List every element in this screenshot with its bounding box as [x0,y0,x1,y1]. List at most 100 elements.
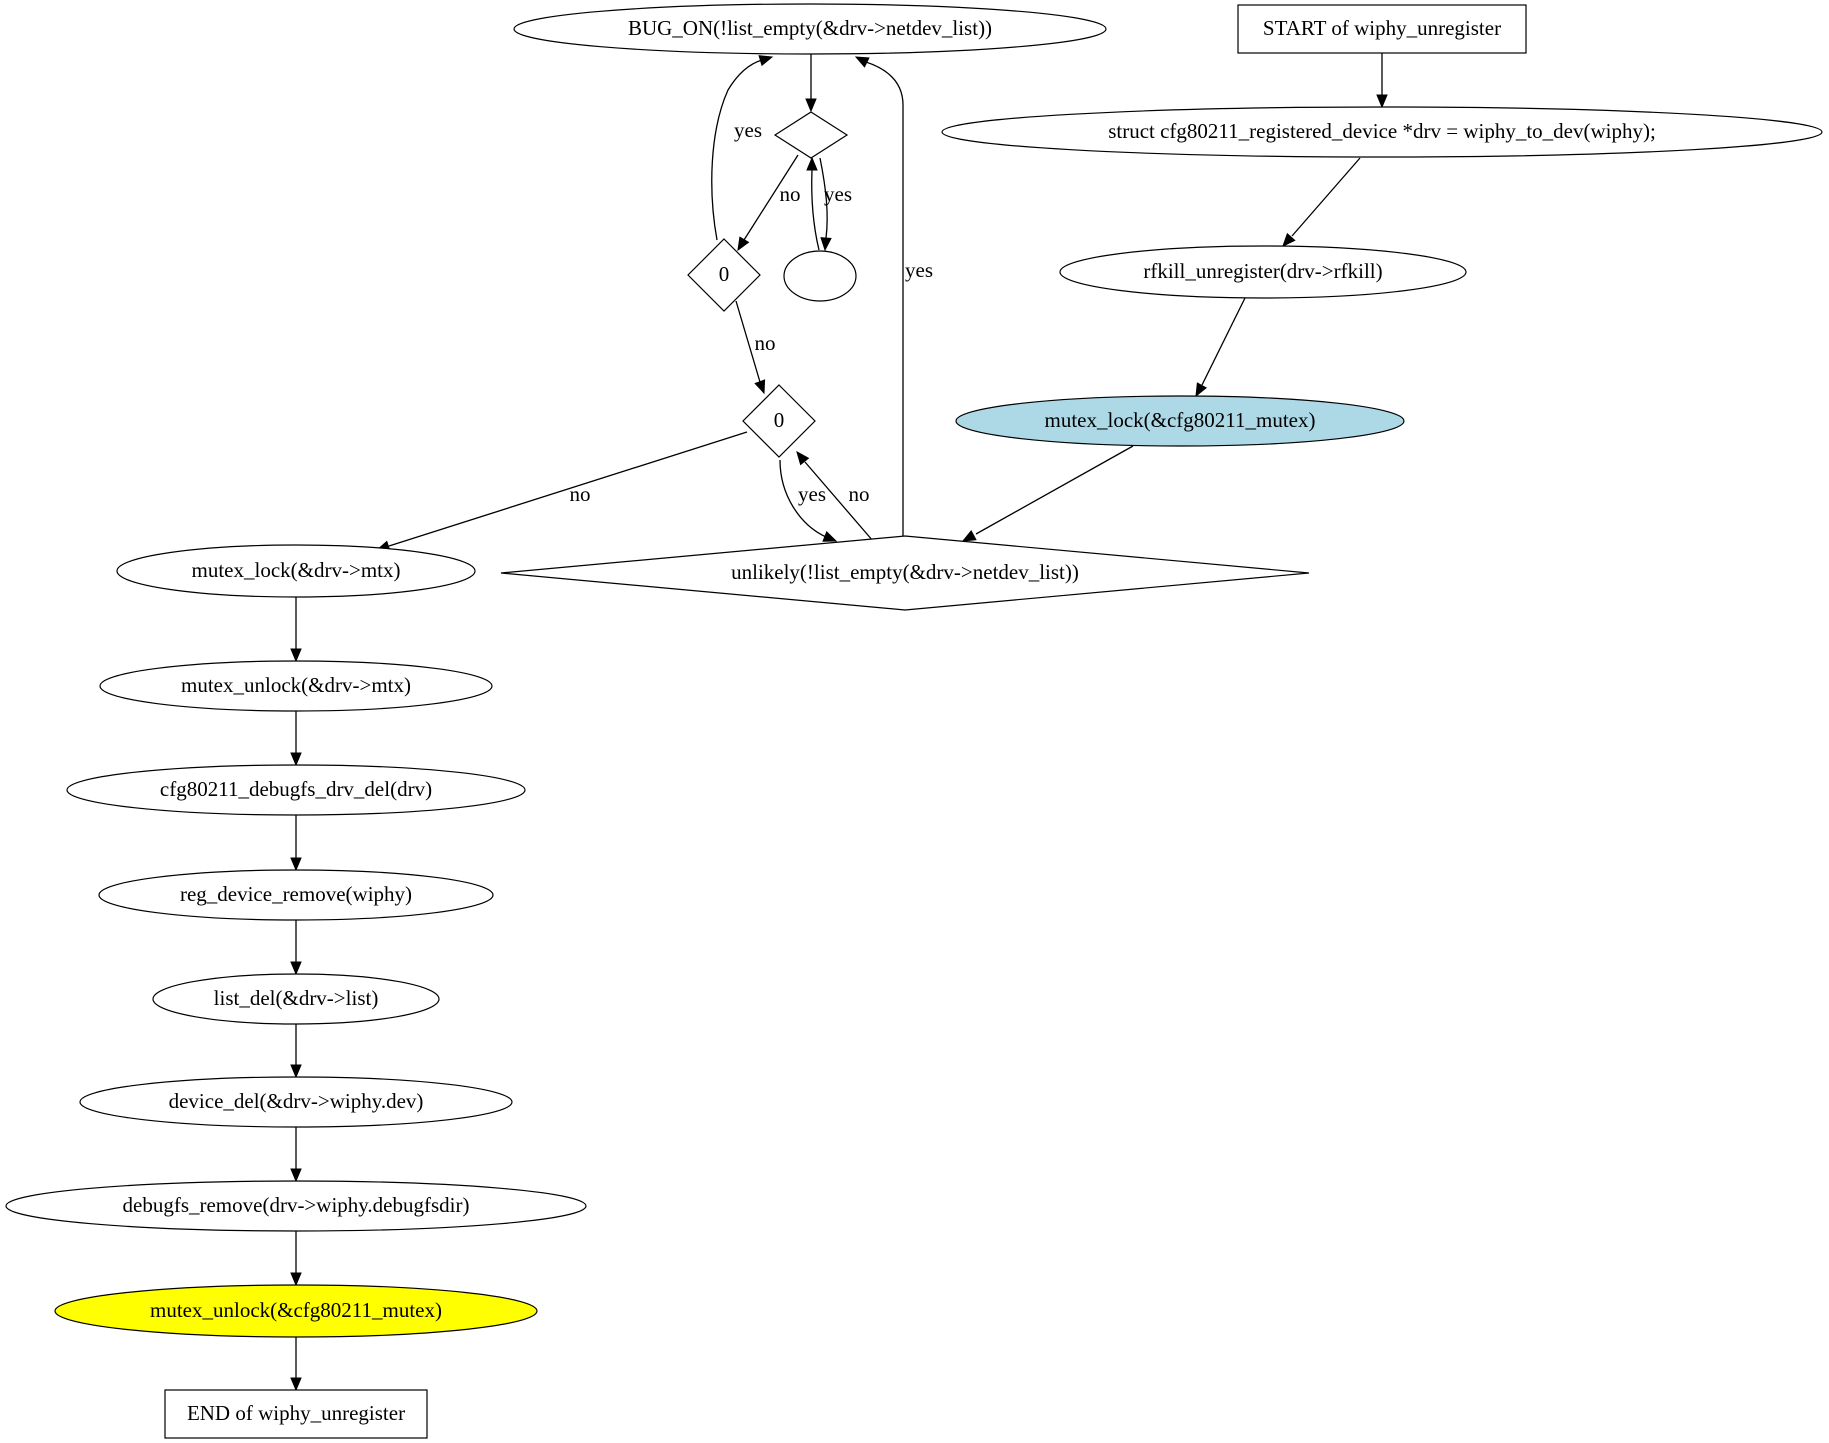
node-label: mutex_unlock(&drv->mtx) [181,673,411,697]
edge-line [743,154,799,241]
arrowhead [290,648,302,663]
node-label: list_del(&drv->list) [214,986,379,1010]
node-diamond [500,535,1310,611]
edge-line [735,300,761,383]
edge-e_empty-to-d_empty [806,156,820,251]
edge-label: yes [824,182,852,206]
edge-label: yes [798,482,826,506]
edge-line [804,461,874,542]
node-lock_mtx: mutex_lock(&drv->mtx) [116,544,476,598]
edge-bug_on-to-d_empty [805,54,817,113]
node-ellipse [66,764,526,816]
node-end: END of wiphy_unregister [164,1389,428,1439]
node-box [164,1389,428,1439]
node-label: 0 [774,408,785,432]
node-ellipse [116,544,476,598]
edge-reg_remove-to-list_del [290,920,302,976]
arrowhead [854,56,870,68]
arrowhead [820,237,832,252]
node-label: mutex_lock(&cfg80211_mutex) [1045,408,1316,432]
edge-rfkill-to-lock_cfg [1195,297,1246,398]
node-unlikely: unlikely(!list_empty(&drv->netdev_list)) [500,535,1310,611]
arrowhead [290,752,302,767]
edge-debugfs_del-to-reg_remove [290,815,302,872]
arrowhead [290,1377,302,1392]
edge-d_empty-to-e_empty: yes [819,157,852,252]
edge-line [1201,297,1246,386]
arrowhead [806,156,818,171]
edge-zero1-to-bug_on: yes [711,55,774,241]
arrowhead [290,1272,302,1287]
node-unlock_mtx: mutex_unlock(&drv->mtx) [99,660,493,712]
node-label: mutex_lock(&drv->mtx) [192,558,401,582]
edge-line [1291,157,1361,237]
arrowhead [290,1064,302,1079]
edge-label: no [849,482,870,506]
node-ellipse [152,973,440,1025]
edge-line [388,431,748,547]
node-ellipse [513,3,1107,55]
edge-line [711,59,763,241]
node-ellipse [99,660,493,712]
node-diamond [742,384,816,458]
node-ellipse [54,1284,538,1338]
edge-zero1-to-zero2: no [735,300,776,395]
edge-debugfs_remove-to-unlock_cfg [290,1231,302,1287]
arrowhead [796,450,810,466]
edge-line [819,157,828,239]
edge-label: no [780,182,801,206]
node-label: cfg80211_debugfs_drv_del(drv) [160,777,432,801]
node-label: rfkill_unregister(drv->rfkill) [1143,259,1382,283]
node-label: reg_device_remove(wiphy) [180,882,412,906]
node-list_del: list_del(&drv->list) [152,973,440,1025]
edge-label: yes [905,258,933,282]
node-bug_on: BUG_ON(!list_empty(&drv->netdev_list)) [513,3,1107,55]
edge-label: no [755,331,776,355]
edge-zero2-to-lock_mtx: no [375,431,748,552]
arrowhead [758,55,774,67]
node-label: unlikely(!list_empty(&drv->netdev_list)) [731,560,1079,584]
arrowhead [737,236,750,252]
node-d_empty [773,111,849,159]
arrowhead [1282,232,1296,247]
node-label: END of wiphy_unregister [187,1401,405,1425]
edge-line [779,459,827,538]
edge-label: yes [734,118,762,142]
node-label: START of wiphy_unregister [1263,16,1501,40]
arrowhead [1376,94,1388,109]
edge-unlikely-to-bug_on: yes [854,56,933,536]
arrowhead [805,98,817,113]
node-e_empty [783,250,857,302]
arrowhead [290,857,302,872]
edge-lock_mtx-to-unlock_mtx [290,597,302,663]
node-diamond [687,238,761,312]
edge-line [975,445,1134,535]
node-reg_remove: reg_device_remove(wiphy) [98,869,494,921]
edge-unlikely-to-zero2: no [796,450,874,542]
node-label: 0 [719,262,730,286]
arrowhead [754,379,766,395]
edge-line [811,169,820,251]
node-zero1: 0 [687,238,761,312]
node-box [1237,4,1527,54]
arrowhead [961,530,977,542]
node-start: START of wiphy_unregister [1237,4,1527,54]
node-zero2: 0 [742,384,816,458]
edge-lock_cfg-to-unlikely [961,445,1134,542]
node-diamond [773,111,849,159]
node-ellipse [98,869,494,921]
node-debugfs_remove: debugfs_remove(drv->wiphy.debugfsdir) [5,1180,587,1232]
arrowhead [290,961,302,976]
node-debugfs_del: cfg80211_debugfs_drv_del(drv) [66,764,526,816]
node-unlock_cfg: mutex_unlock(&cfg80211_mutex) [54,1284,538,1338]
node-label: mutex_unlock(&cfg80211_mutex) [150,1298,442,1322]
edge-start-to-drv [1376,53,1388,109]
edge-drv-to-rfkill [1282,157,1361,247]
edge-line [865,61,904,536]
node-ellipse [79,1076,513,1128]
node-ellipse [1059,245,1467,299]
node-ellipse [5,1180,587,1232]
edge-unlock_cfg-to-end [290,1337,302,1392]
